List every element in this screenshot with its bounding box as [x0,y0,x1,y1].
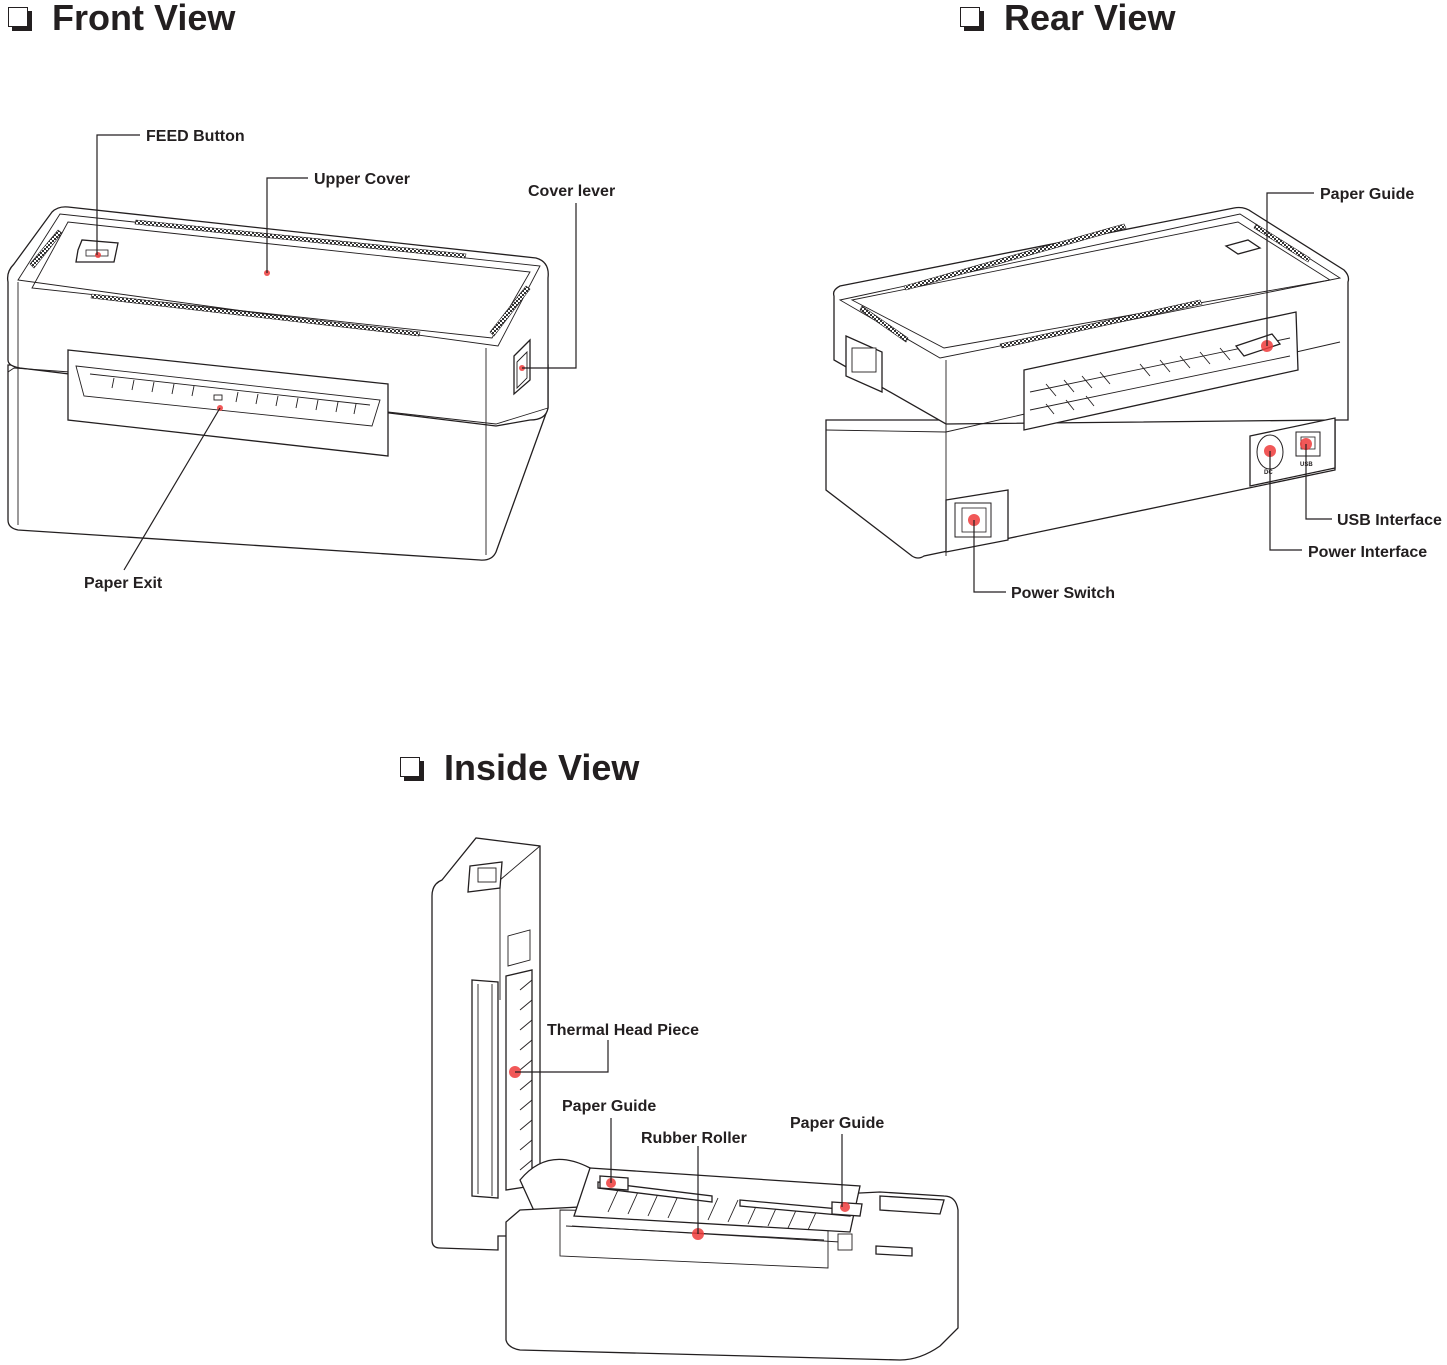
power-interface-label: Power Interface [1308,544,1427,561]
paper-guide-label: Paper Guide [1320,186,1414,203]
paper-guide-left-label: Paper Guide [562,1098,656,1115]
feed-button [1224,239,1262,255]
inside-view-title: Inside View [400,750,639,786]
rubber-roller [571,1225,841,1243]
thermal-head-leader [515,1040,609,1073]
vent-grille [903,223,1127,291]
usb-interface-label: USB Interface [1337,512,1442,529]
rear-view-printer: DC USB [825,206,1350,559]
paper-guide-leader [1266,192,1314,346]
upper-cover-label: Upper Cover [314,171,410,188]
usb-interface-leader [1305,444,1332,520]
rear-view-title: Rear View [960,0,1175,36]
vent-grille [134,219,467,259]
feed-button-label: FEED Button [146,128,245,145]
vent-grille [29,229,63,269]
vent-grille [1253,223,1311,263]
thermal-head-label: Thermal Head Piece [547,1022,699,1039]
inside-view-title-text: Inside View [444,747,640,788]
paper-exit-slot [67,349,389,457]
usb-mark: USB [1300,462,1313,468]
vent-grille [859,305,909,343]
paper-guide-right-label: Paper Guide [790,1115,884,1132]
paper-exit-leader [123,407,221,571]
thermal-head-holder [471,979,499,1199]
power-switch-label: Power Switch [1011,585,1115,602]
dc-mark: DC [1264,470,1273,476]
cover-lever-label: Cover lever [528,183,615,200]
vent-grille [999,299,1203,349]
inside-view-printer [431,837,959,1361]
right-guide-rail [739,1199,851,1217]
checkbox-icon [400,757,424,781]
thermal-head-ribs [519,979,533,1171]
feed-button-leader [96,134,140,255]
paper-guide-slider [1234,333,1282,357]
paper-exit-label: Paper Exit [84,575,163,592]
vent-grille [90,293,421,337]
power-interface-leader [1269,451,1302,551]
rubber-roller-label: Rubber Roller [641,1130,747,1147]
vent-grille [489,285,531,337]
checkbox-icon [8,7,32,31]
cover-lever-leader [522,203,577,369]
rear-view-title-text: Rear View [1004,0,1176,38]
front-view-printer [6,206,549,561]
front-view-title-text: Front View [52,0,236,38]
feed-button-marker [95,252,101,258]
paper-entrance [1023,311,1299,431]
exit-ribs [111,377,357,415]
platform-ribs [607,1189,819,1231]
front-view-title: Front View [8,0,235,36]
checkbox-icon [960,7,984,31]
power-switch-leader [973,520,1006,593]
upper-cover-leader [266,177,308,273]
